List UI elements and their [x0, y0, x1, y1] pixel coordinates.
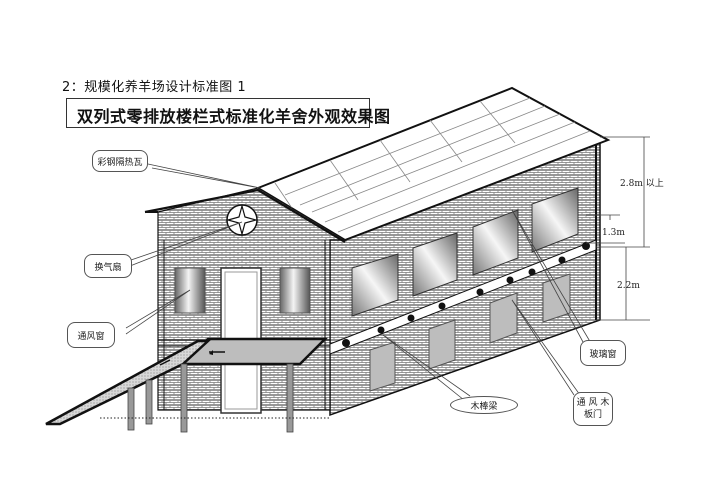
callout-roof-tile: 彩钢隔热瓦 [92, 150, 148, 172]
dimension-upper: 2.8m 以上 [620, 179, 664, 189]
figure-caption: 2：规模化养羊场设计标准图 1 [62, 80, 247, 95]
title-box: 双列式零排放楼栏式标准化羊舍外观效果图 [66, 98, 390, 128]
callout-vent-window: 通风窗 [67, 322, 115, 348]
wood-beam [329, 239, 597, 355]
callout-leaders [125, 163, 599, 401]
dimension-lower: 2.2m [617, 281, 640, 291]
callout-wood-beam: 木棒梁 [450, 396, 518, 414]
callout-wood-door-line2: 板门 [583, 410, 602, 420]
vent-window-right [279, 267, 311, 314]
callout-exhaust-fan: 换气扇 [84, 254, 132, 278]
vent-window-left [174, 267, 206, 314]
callout-glass-window: 玻璃窗 [580, 340, 626, 366]
glass-windows [351, 187, 579, 317]
loading-platform [45, 337, 330, 433]
roof [255, 86, 611, 242]
callout-wood-door: 通 风 木 板门 [573, 392, 613, 426]
figure-title: 双列式零排放楼栏式标准化羊舍外观效果图 [77, 107, 391, 126]
dimension-lines [586, 136, 650, 321]
fan-icon [225, 203, 259, 237]
dimension-middle: 1.3m [602, 228, 625, 238]
callout-wood-door-line1: 通 风 木 [576, 398, 610, 408]
vent-doors [369, 273, 571, 392]
